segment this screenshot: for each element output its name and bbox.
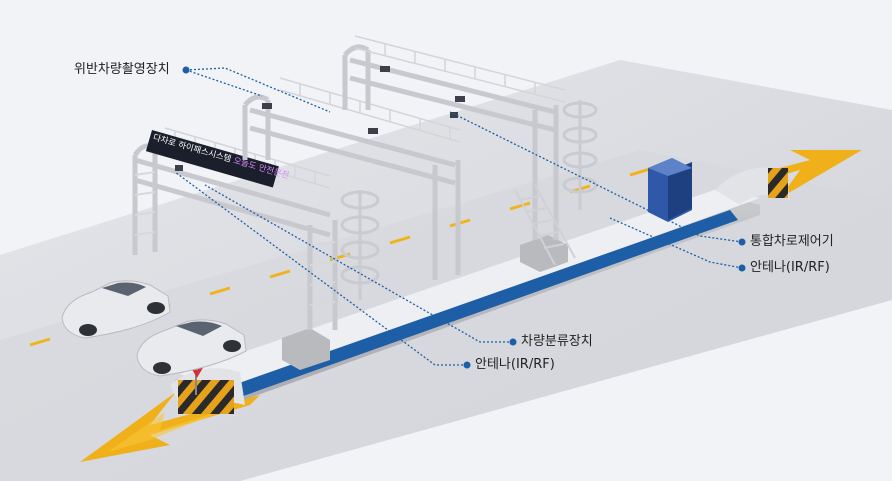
- gantry-front-rungs: [134, 171, 336, 306]
- callout-label: 통합차로제어기: [750, 234, 834, 249]
- arrow-right: [730, 150, 862, 198]
- car-front: [136, 319, 247, 377]
- gantry-back-railing: [354, 35, 566, 103]
- island-blue-stripe: [225, 210, 738, 400]
- hazard-left: [178, 380, 234, 414]
- callout-lane-controller: 통합차로제어기: [750, 234, 834, 250]
- callout-label: 차량분류장치: [521, 334, 593, 349]
- callout-anchor-dots: [182, 66, 746, 369]
- callout-antenna-right: 안테나(IR/RF): [750, 260, 830, 276]
- hazard-right: [768, 168, 788, 198]
- spiral-stairs: [340, 100, 598, 300]
- straight-stairs: [514, 184, 576, 266]
- sign-board: [145, 130, 279, 188]
- camera-units: [175, 66, 465, 171]
- callout-leaders: [174, 67, 743, 366]
- callout-label: 위반차량촬영장치: [74, 62, 170, 77]
- car-rear: [61, 280, 171, 339]
- callout-label: 안테나(IR/RF): [750, 260, 830, 275]
- gantry-bases: [282, 235, 568, 370]
- callout-vehicle-classifier: 차량분류장치: [521, 334, 593, 350]
- callout-antenna-left: 안테나(IR/RF): [475, 357, 555, 373]
- gantry-front: [132, 143, 338, 330]
- lane-controller-cabinet: [648, 158, 692, 222]
- callout-label: 안테나(IR/RF): [475, 357, 555, 372]
- gantry-middle: [242, 94, 461, 280]
- arrow-left-core: [108, 408, 230, 452]
- callout-violation-camera: 위반차량촬영장치: [74, 62, 170, 78]
